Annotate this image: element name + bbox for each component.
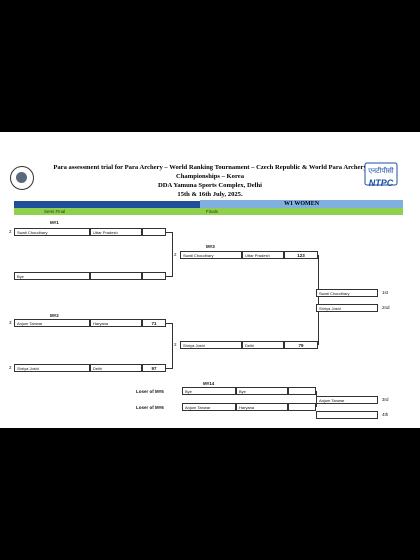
m14-b-label: Loser of M#6 [136,405,164,410]
ntpc-logo-text: NTPC [368,178,394,188]
m2-b-score: 97 [142,364,166,372]
association-logo-icon [10,166,34,190]
m2-b-name: Shriya Joshi [14,364,90,372]
m14-a-label: Loser of M#5 [136,389,164,394]
m3-b-state: Delhi [242,341,284,349]
m2-a-state: Haryana [90,319,142,327]
m3-a-score: 123 [284,251,318,259]
m2-a-name: Anjum Tanwar [14,319,90,327]
venue: DDA Yamuna Sports Complex, Delhi [158,182,262,189]
document-page: Para assessment trial for Para Archery –… [0,132,420,428]
m1-a-state: Uttar Pradesh [90,228,142,236]
title-line-1: Para assessment trial for Para Archery –… [53,164,367,171]
m3-a-seed: 2 [174,252,177,257]
m14-b-name: Anjum Tanwar [182,403,236,411]
m3-b-score: 79 [284,341,318,349]
rounds-bar: Semi Final Finals [14,208,403,215]
m14-b-state: Haryana [236,403,288,411]
result-first-name: Swati Choudhary [316,289,378,297]
result-fourth-place: 4th [382,412,389,417]
m3-a-name: Swati Choudhary [180,251,242,259]
ntpc-logo-icon: एनटीपीसी [364,162,398,186]
m14-a-score [288,387,316,395]
m1-a-name: Swati Choudhary [14,228,90,236]
m3-b-name: Shriya Joshi [180,341,242,349]
category-title: W1 WOMEN [200,200,403,208]
m1-a-score [142,228,166,236]
m14-a-state: Bye [236,387,288,395]
match-14-label: M#14 [203,381,215,386]
m14-a-name: Bye [182,387,236,395]
match-2-label: M#2 [50,313,59,318]
result-third-place: 3rd [382,397,389,402]
m1-b-score [142,272,166,280]
m2-a-score: 71 [142,319,166,327]
m3-a-state: Uttar Pradesh [242,251,284,259]
m2-b-seed: 2 [9,365,12,370]
m14-b-score [288,403,316,411]
title-line-2: Championships – Korea [175,173,245,180]
m2-a-seed: 3 [9,320,12,325]
m3-b-seed: 2 [174,342,177,347]
result-third-name: Anjum Tanwar [316,396,378,404]
ntpc-hindi-text: एनटीपीसी [368,166,394,175]
m1-a-seed: 2 [9,229,12,234]
result-fourth-name [316,411,378,419]
m1-b-name: Bye [14,272,90,280]
result-second-place: 2nd [382,305,390,310]
dates: 15th & 16th July, 2025. [177,191,243,198]
match-3-label: M#3 [206,244,215,249]
result-first-place: 1st [382,290,389,295]
m2-b-state: Delhi [90,364,142,372]
result-second-name: Shriya Joshi [316,304,378,312]
finals-label: Finals [206,209,219,214]
semi-final-label: Semi Final [44,209,66,214]
m1-b-state [90,272,142,280]
match-1-label: M#1 [50,220,59,225]
